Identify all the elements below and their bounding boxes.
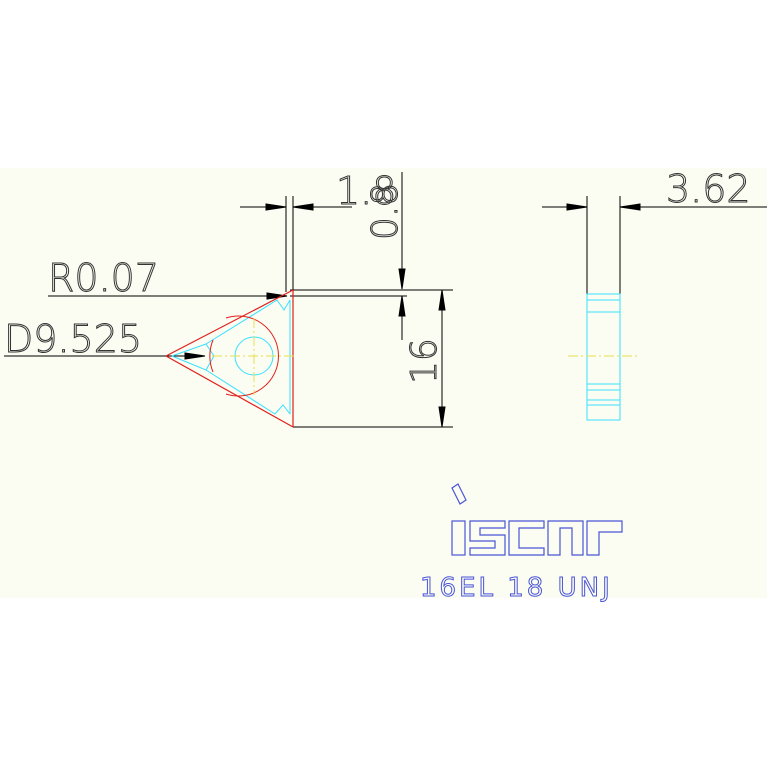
- insert-side-view: [568, 293, 638, 421]
- dimension-edge-length: [438, 289, 446, 428]
- dimension-height-small: [398, 172, 406, 340]
- dimension-radius: [48, 292, 288, 300]
- dimension-width-top: [240, 196, 352, 292]
- dimension-thickness-label: 3.62: [666, 167, 751, 211]
- dimension-thickness: [542, 196, 767, 294]
- iscar-logo-icon: [451, 483, 623, 556]
- dimension-inscribed-circle-label: D9.525: [4, 317, 142, 361]
- insert-top-view: [165, 289, 453, 428]
- dimension-radius-label: R0.07: [48, 256, 159, 300]
- dimension-inscribed-circle: [4, 352, 206, 360]
- dimension-height-small-label: 0.8: [365, 183, 406, 240]
- insert-designation: 16EL 18 UNJ: [420, 573, 613, 603]
- dimension-width-top-label: 1.8: [336, 169, 396, 213]
- drawing-background-band: [0, 168, 767, 598]
- dimension-edge-length-label: 16: [404, 338, 445, 384]
